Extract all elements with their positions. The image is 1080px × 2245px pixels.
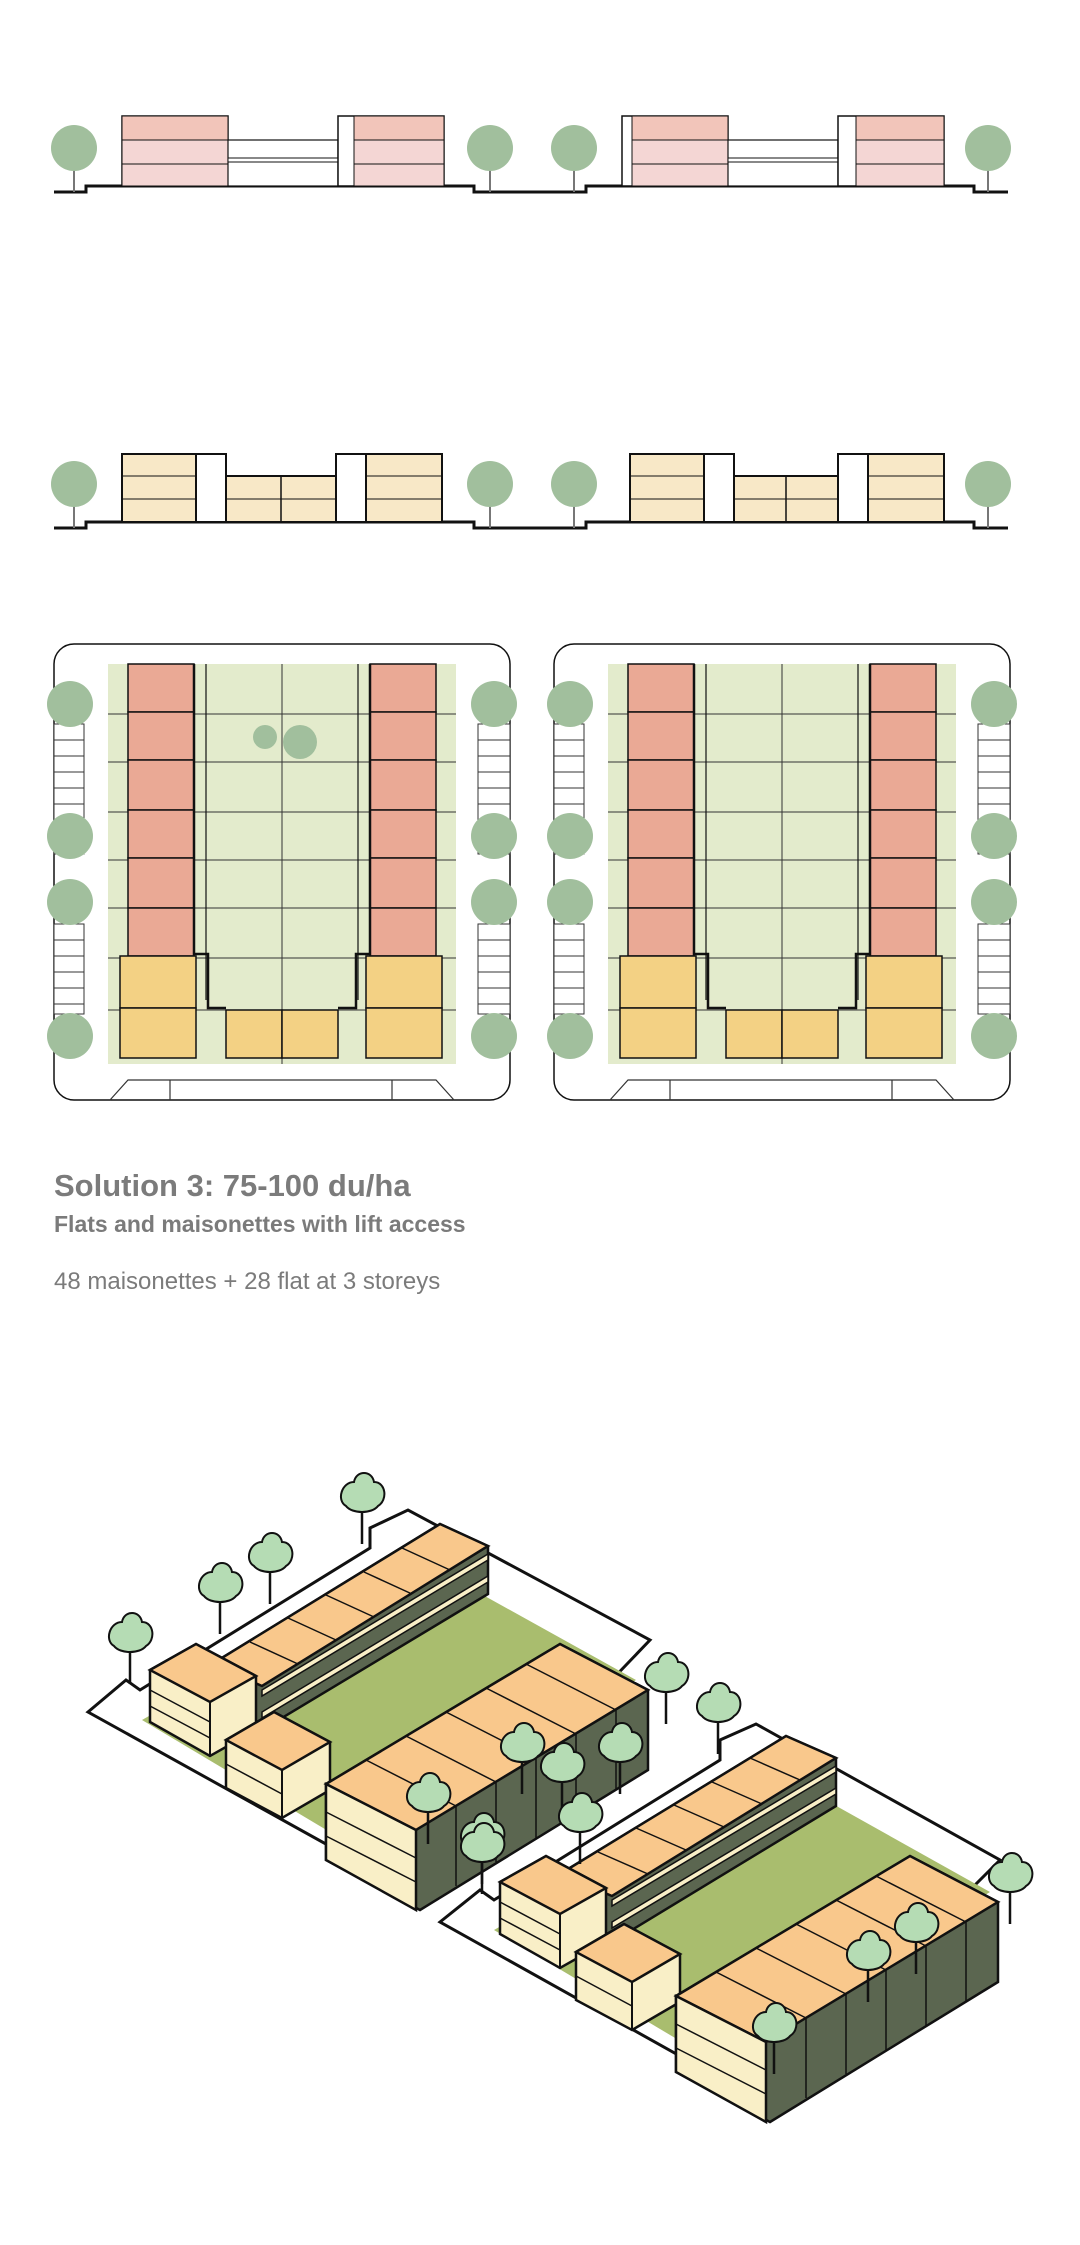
tree-icon <box>47 813 93 859</box>
tree-icon <box>964 124 1012 193</box>
diagram-description: 48 maisonettes + 28 flat at 3 storeys <box>54 1268 441 1295</box>
tree-icon <box>547 1013 593 1059</box>
tree-icon <box>50 460 98 529</box>
site-plan <box>47 643 517 1101</box>
tree-icon <box>107 1611 154 1686</box>
elevation-maisonettes <box>50 453 1012 530</box>
axo-block-1 <box>85 1471 742 1913</box>
tree-icon <box>471 879 517 925</box>
tree-icon <box>247 1531 294 1606</box>
axonometric-view <box>85 1471 1034 2125</box>
tree-icon <box>971 879 1017 925</box>
elevation-flats <box>50 115 1012 194</box>
tree-icon <box>471 1013 517 1059</box>
tree-icon <box>50 124 98 193</box>
diagram-title: Solution 3: 75-100 du/ha <box>54 1168 411 1203</box>
tree-icon <box>47 1013 93 1059</box>
tree-icon <box>550 124 598 193</box>
diagram-subtitle: Flats and maisonettes with lift access <box>54 1211 466 1237</box>
tree-icon <box>471 681 517 727</box>
axo-block-2 <box>437 1721 1034 2125</box>
tree-icon <box>643 1651 690 1726</box>
site-plan-block-b <box>547 643 1017 1101</box>
tree-icon <box>47 879 93 925</box>
tree-icon <box>964 460 1012 529</box>
tree-icon <box>971 681 1017 727</box>
tree-icon <box>971 813 1017 859</box>
tree-icon <box>547 879 593 925</box>
tree-icon <box>197 1561 244 1636</box>
tree-icon <box>471 813 517 859</box>
tree-icon <box>547 681 593 727</box>
tree-icon <box>466 460 514 529</box>
tree-icon <box>466 124 514 193</box>
tree-icon <box>971 1013 1017 1059</box>
tree-icon <box>47 681 93 727</box>
tree-icon <box>550 460 598 529</box>
tree-icon <box>547 813 593 859</box>
